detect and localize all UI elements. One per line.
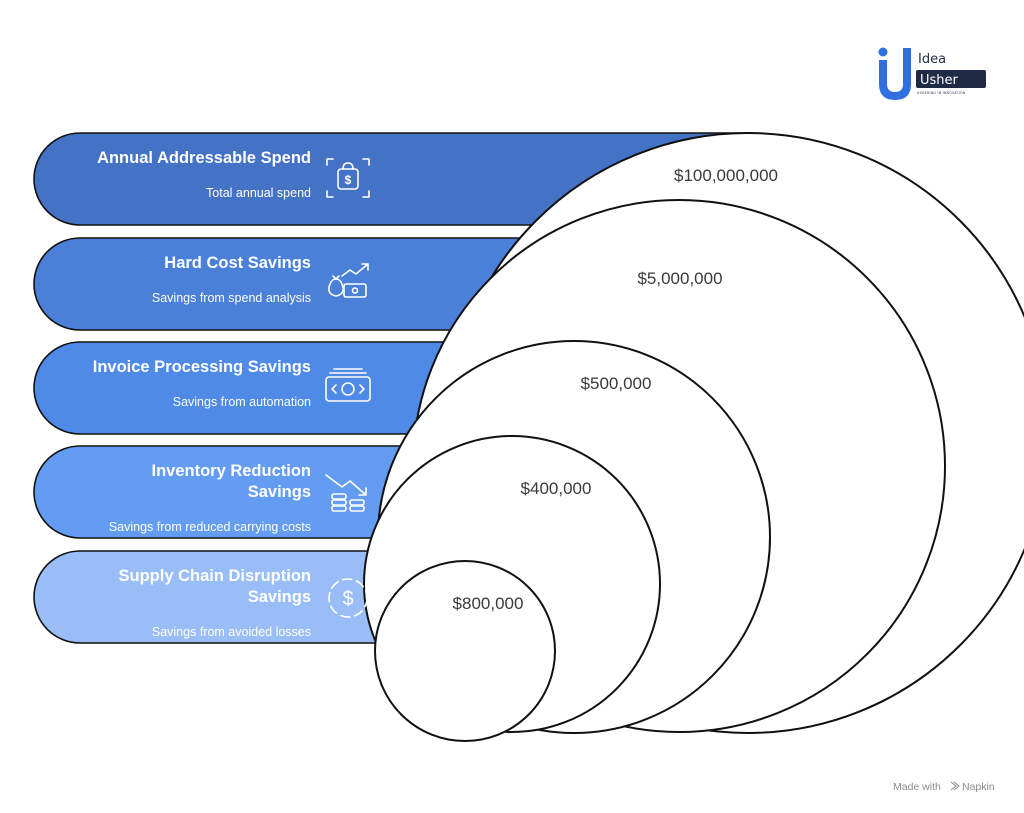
made-with-napkin: Made with Napkin — [893, 781, 995, 793]
item-4-title-line-2: Savings — [248, 483, 311, 501]
cash-stack-icon — [325, 368, 371, 402]
napkin-brand: Napkin — [962, 781, 995, 793]
made-with-label: Made with — [893, 781, 941, 793]
value-circle-5 — [374, 560, 556, 742]
item-3-value: $500,000 — [581, 374, 652, 393]
item-2-description: Savings from spend analysis — [152, 291, 311, 305]
item-1-value: $100,000,000 — [674, 166, 778, 185]
item-4-title-line-1: Inventory Reduction — [151, 462, 311, 480]
item-4-description: Savings from reduced carrying costs — [109, 520, 311, 534]
svg-text:$: $ — [342, 588, 353, 610]
shopping-bag-dollar-icon: $ — [326, 158, 370, 198]
logo-line-1: Idea — [918, 52, 946, 67]
item-1-title-line-1: Annual Addressable Spend — [97, 149, 311, 167]
svg-text:$: $ — [345, 173, 352, 187]
logo-line-2: Usher — [920, 73, 959, 88]
coins-trend-down-icon — [325, 474, 367, 512]
money-bag-growth-icon — [328, 263, 369, 298]
item-3-title-line-1: Invoice Processing Savings — [93, 358, 311, 376]
logo-tagline: USHERING IN INNOVATION — [917, 91, 966, 95]
item-5-title-line-2: Savings — [248, 588, 311, 606]
item-1-description: Total annual spend — [206, 186, 311, 200]
napkin-icon — [950, 781, 960, 791]
item-5-description: Savings from avoided losses — [152, 625, 311, 639]
item-2-value: $5,000,000 — [637, 269, 722, 288]
item-3-description: Savings from automation — [173, 395, 311, 409]
item-5-title-line-1: Supply Chain Disruption — [119, 567, 312, 585]
item-4-value: $400,000 — [521, 479, 592, 498]
idea-usher-logo: Idea Usher USHERING IN INNOVATION — [878, 47, 986, 100]
item-2-title-line-1: Hard Cost Savings — [164, 254, 311, 272]
item-5-value: $800,000 — [453, 594, 524, 613]
logo-u-mark — [879, 48, 911, 100]
logo-dot — [878, 47, 888, 57]
logo-usher-box — [916, 70, 986, 88]
dollar-circle-icon: $ — [328, 578, 368, 618]
